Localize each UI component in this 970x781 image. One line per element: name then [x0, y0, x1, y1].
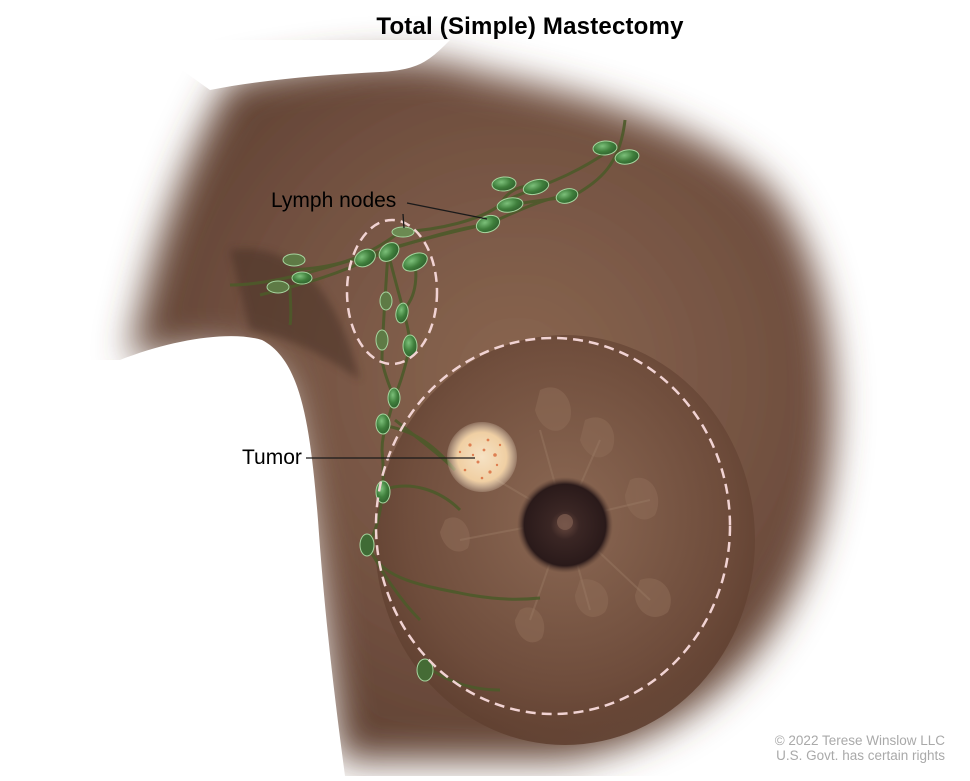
diagram-title: Total (Simple) Mastectomy: [376, 13, 684, 40]
tumor-label: Tumor: [242, 446, 302, 469]
breast-removal-outline: [374, 336, 732, 716]
copyright-notice: © 2022 Terese Winslow LLC U.S. Govt. has…: [775, 733, 945, 763]
lymph-node-cluster: [266, 140, 640, 682]
lymph-node-removal-outline: [345, 218, 439, 366]
copyright-line-2: U.S. Govt. has certain rights: [776, 748, 945, 763]
lymph-nodes-label: Lymph nodes: [271, 189, 397, 212]
copyright-line-1: © 2022 Terese Winslow LLC: [774, 733, 945, 748]
tumor-shape: [447, 422, 517, 492]
